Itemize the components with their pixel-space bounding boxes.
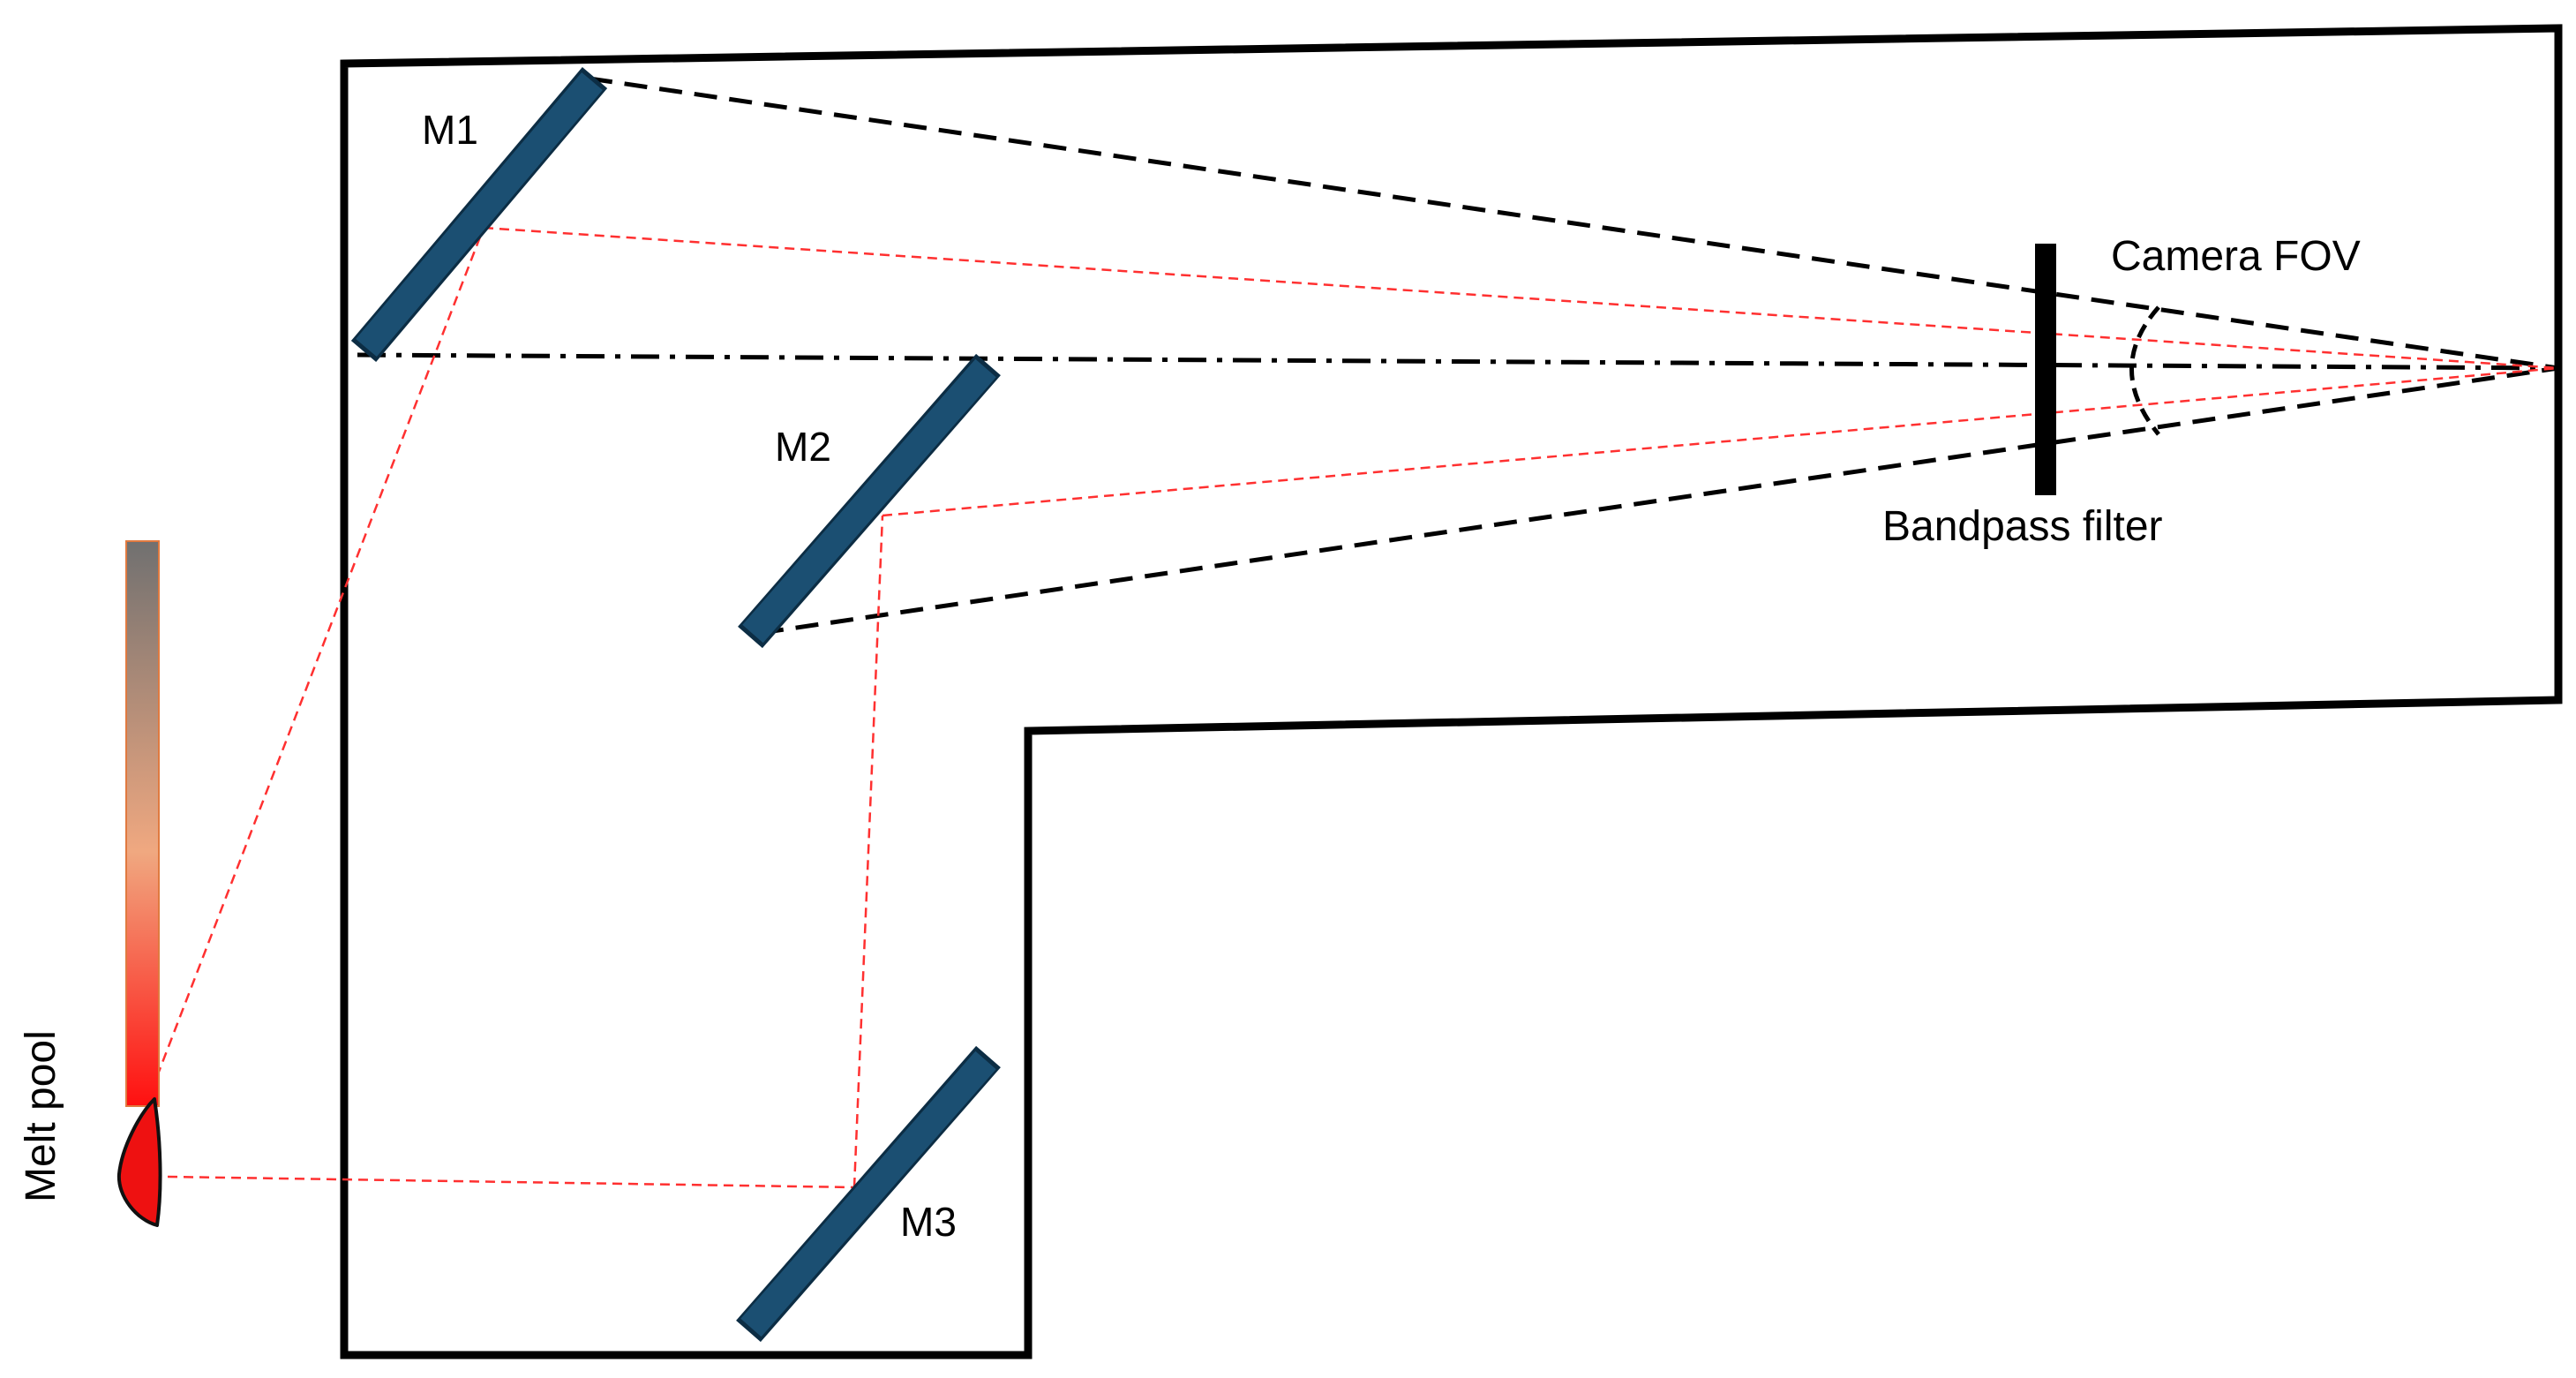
bandpass-filter	[2035, 244, 2056, 495]
camera-fov-lower-bound	[760, 365, 2559, 636]
mirror-m3-fill	[740, 1050, 996, 1337]
camera-fov-label: Camera FOV	[2111, 233, 2361, 280]
enclosure-outline	[340, 24, 2563, 1359]
melt-pool-label: Melt pool	[18, 1030, 64, 1202]
camera-fov-upper-bound	[589, 76, 2559, 371]
light-paths	[144, 226, 2559, 1189]
mirror-m2-fill	[742, 358, 996, 644]
light-path-lower-view	[167, 1175, 855, 1189]
light-path-m2-to-camera	[882, 366, 2559, 517]
mirror-m2-label: M2	[775, 424, 831, 470]
camera-fov-arc	[2129, 305, 2160, 436]
light-path-upper-view	[144, 227, 485, 1107]
light-path-m1-to-camera	[483, 226, 2559, 370]
optical-axis-line	[357, 352, 2559, 371]
melt-pool-shape	[116, 1097, 162, 1227]
bandpass-filter-label: Bandpass filter	[1882, 503, 2163, 550]
mirror-m1-label: M1	[422, 107, 478, 153]
light-path-m3-to-m2	[852, 515, 884, 1188]
mirror-m1-fill	[356, 72, 603, 358]
temperature-gradient-bar	[125, 540, 160, 1107]
mirror-m3-label: M3	[900, 1199, 957, 1245]
